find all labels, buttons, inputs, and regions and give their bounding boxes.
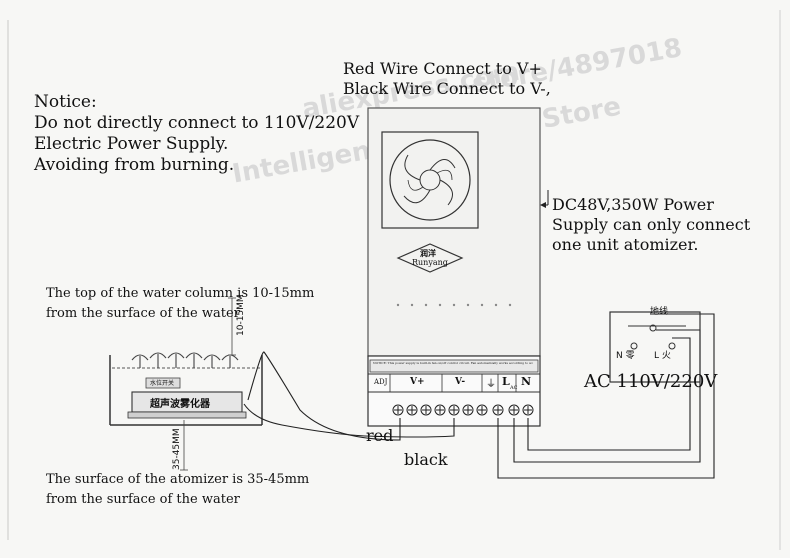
notice-strip: [369, 359, 539, 373]
dimension-top-label: 10-15MM: [236, 294, 246, 336]
black-wire-label: black: [404, 450, 448, 469]
power-supply-note-line-3: one unit atomizer.: [552, 235, 699, 254]
notice-line-1: Notice:: [34, 92, 97, 112]
psu-warning-text: NOTICE: This power supply is built-in fa…: [373, 361, 533, 365]
notice-line-2: Do not directly connect to 110V/220V: [34, 113, 360, 133]
brand-logo-cn: 润洋: [420, 249, 436, 258]
terminal-l: L: [502, 375, 510, 388]
wire-instruction-line-1: Red Wire Connect to V+: [343, 59, 542, 78]
brand-logo-en: Runyang: [412, 258, 448, 267]
ground-label: 地线: [650, 307, 669, 317]
arrow-icon: [540, 202, 546, 208]
wire-instruction: Red Wire Connect to V+ Black Wire Connec…: [343, 59, 551, 99]
atomizer-note-line-2: from the surface of the water: [46, 492, 240, 507]
atomizer-note-line-1: The surface of the atomizer is 35-45mm: [46, 472, 310, 487]
water-column-note-line-2: from the surface of the water: [46, 306, 240, 321]
power-supply-note-line-1: DC48V,350W Power: [552, 195, 714, 214]
water-tank: [109, 352, 263, 426]
wire-instruction-line-2: Black Wire Connect to V-,: [343, 79, 551, 98]
red-wire-label: red: [366, 426, 394, 445]
water-column-note-line-1: The top of the water column is 10-15mm: [46, 286, 315, 301]
terminal-v-minus: V-: [455, 377, 466, 387]
dimension-top: [228, 297, 236, 356]
water-column-note: The top of the water column is 10-15mm f…: [46, 284, 314, 324]
ac-voltage-label: AC 110V/220V: [584, 371, 718, 392]
screw-terminals: [392, 404, 534, 416]
ac-outlet: [609, 311, 701, 383]
brand-logo: [396, 243, 464, 273]
psu-model: ADJ: [374, 378, 388, 386]
neutral-label: N 零: [616, 351, 635, 361]
notice-line-4: Avoiding from burning.: [34, 155, 235, 175]
notice-block: Notice: Do not directly connect to 110V/…: [34, 92, 359, 176]
black-wire: [243, 403, 455, 438]
terminal-v-plus: V+: [410, 377, 425, 387]
terminal-ac-sub: AC: [510, 385, 518, 391]
terminal-n: N: [521, 375, 532, 388]
atomizer-label: 超声波雾化器: [150, 399, 210, 410]
ac-wiring: [497, 313, 715, 479]
terminal-ground: ⏚: [486, 379, 496, 390]
level-switch: [145, 377, 181, 389]
power-supply-note-line-2: Supply can only connect: [552, 215, 751, 234]
vent-dots: [396, 303, 512, 307]
psu-case: [367, 107, 541, 357]
notice-line-3: Electric Power Supply.: [34, 134, 229, 154]
live-label: L 火: [654, 351, 671, 361]
dimension-bottom: [180, 420, 188, 471]
atomizer-note: The surface of the atomizer is 35-45mm f…: [46, 470, 309, 510]
fan-icon: [381, 131, 479, 229]
dimension-bottom-label: 35-45MM: [172, 428, 182, 470]
power-supply-unit: [367, 107, 541, 427]
level-switch-label: 水位开关: [150, 380, 175, 387]
power-supply-note: DC48V,350W Power Supply can only connect…: [552, 195, 750, 255]
red-wire: [247, 351, 401, 441]
